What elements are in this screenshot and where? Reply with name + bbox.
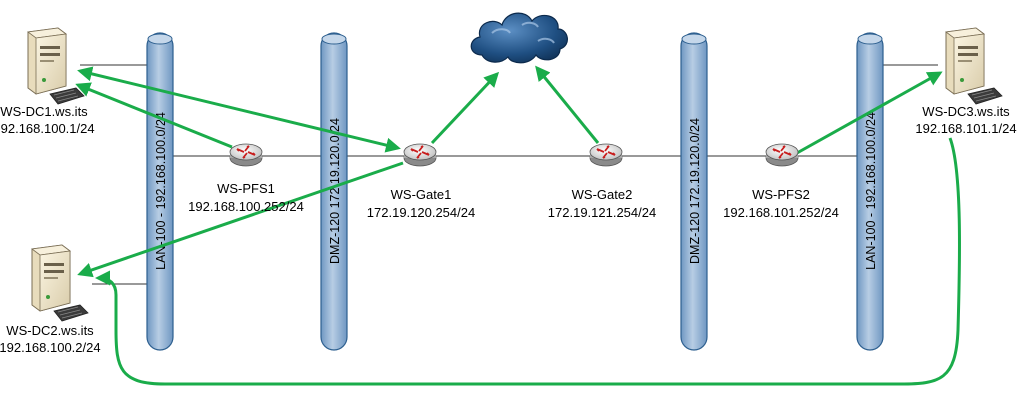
server-dc1: WS-DC1.ws.its 192.168.100.1/24 [0,27,95,136]
server-dc2: WS-DC2.ws.its 192.168.100.2/24 [0,244,101,355]
arrow-dc1-gate1 [77,66,401,153]
router-ip: 192.168.101.252/24 [723,205,839,220]
router-name: WS-Gate1 [391,187,452,202]
bus-dmz-left: DMZ-120 172.19.120.0/24 [320,32,348,351]
server-icon [31,244,89,322]
router-name: WS-PFS1 [217,181,275,196]
router-gate2: WS-Gate2 172.19.121.254/24 [548,143,656,220]
router-name: WS-PFS2 [752,187,810,202]
router-ip: 172.19.120.254/24 [367,205,475,220]
router-icon [229,143,263,167]
bus-label: DMZ-120 172.19.120.0/24 [328,118,342,264]
traffic-arrows [75,65,962,386]
links [80,64,938,285]
server-icon [27,27,85,105]
bus-dmz-right: DMZ-120 172.19.120.0/24 [680,32,708,351]
router-pfs1: WS-PFS1 192.168.100.252/24 [188,143,304,214]
server-dc3: WS-DC3.ws.its 192.168.101.1/24 [915,27,1017,136]
server-ip: 192.168.101.1/24 [915,121,1016,136]
server-ip: 192.168.100.1/24 [0,121,95,136]
arrow-pfs2-dc3 [796,71,943,155]
server-icon [945,27,1003,105]
router-pfs2: WS-PFS2 192.168.101.252/24 [723,143,839,220]
internet-cloud-icon [470,12,568,64]
bus-label: DMZ-120 172.19.120.0/24 [688,118,702,264]
server-name: WS-DC1.ws.its [0,104,88,119]
bus-label: LAN-100 - 192.168.100.0/24 [864,112,878,270]
arrow-dc2-gate1 [77,161,404,278]
router-gate1: WS-Gate1 172.19.120.254/24 [367,143,475,220]
router-ip: 192.168.100.252/24 [188,199,304,214]
bus-lan-left: LAN-100 - 192.168.100.0/24 [146,32,174,351]
arrow-dc3-dc2-loop [95,137,962,386]
router-icon [403,143,437,167]
bus-lan-right: LAN-100 - 192.168.100.0/24 [856,32,884,351]
arrow-gate2-cloud [535,65,600,144]
arrow-gate1-cloud [430,71,500,145]
router-icon [765,143,799,167]
server-ip: 192.168.100.2/24 [0,340,101,355]
router-name: WS-Gate2 [572,187,633,202]
server-name: WS-DC2.ws.its [6,323,94,338]
server-name: WS-DC3.ws.its [922,104,1010,119]
router-icon [589,143,623,167]
router-ip: 172.19.121.254/24 [548,205,656,220]
